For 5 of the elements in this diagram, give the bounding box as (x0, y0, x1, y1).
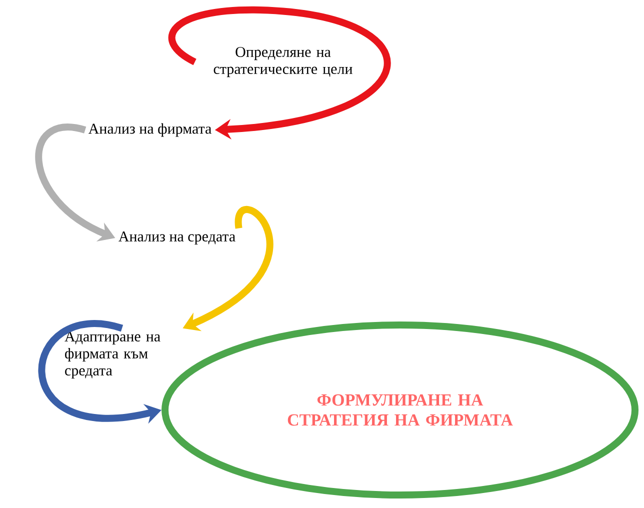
curved-arrow (168, 6, 390, 140)
stage-label: Анализ на фирмата (88, 123, 212, 137)
stage-label: Определяне на стратегическите цели (214, 46, 352, 78)
stage-label: Адаптиране на фирмата към средата (64, 331, 160, 379)
stage-label: Анализ на средата (118, 231, 236, 245)
